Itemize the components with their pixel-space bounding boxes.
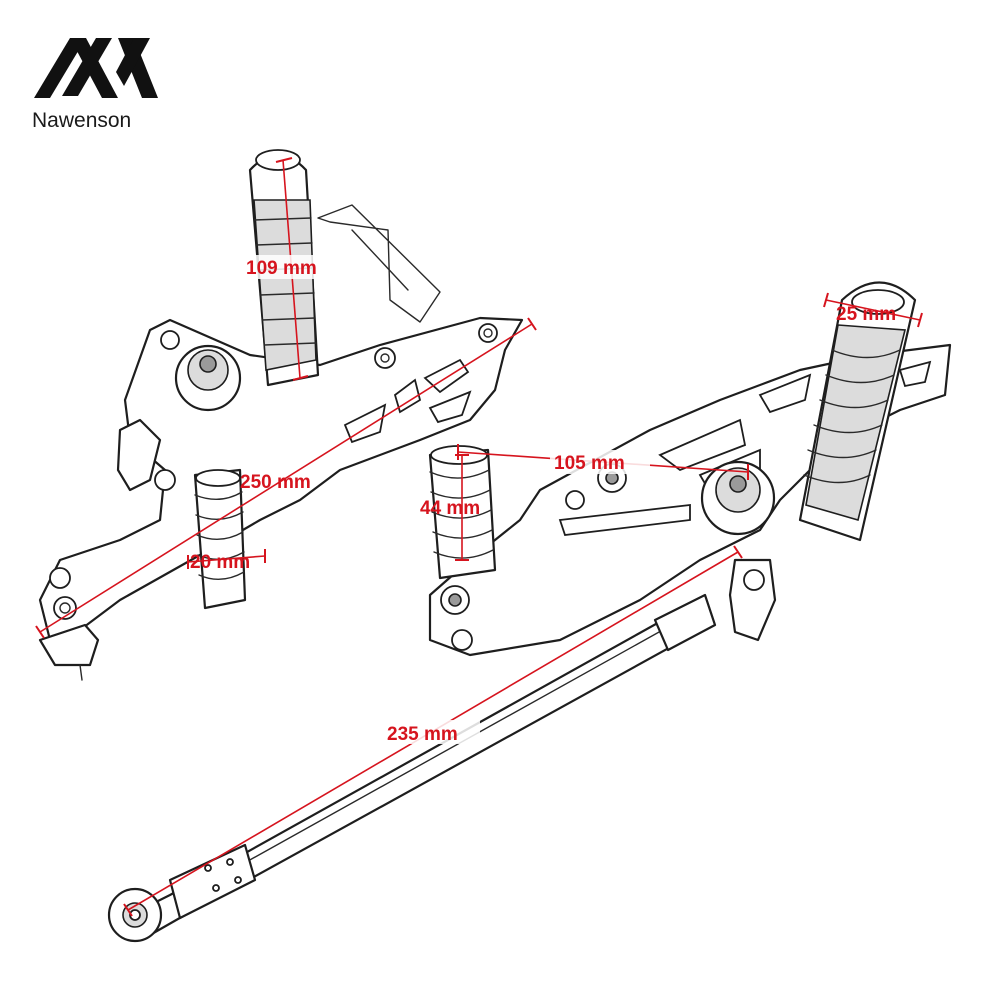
dim-label-mount-distance-right: 105 mm	[554, 453, 625, 474]
dim-label-rod-length: 235 mm	[387, 724, 458, 745]
shift-rod	[107, 593, 717, 943]
dim-label-spring-height-right: 44 mm	[420, 498, 480, 519]
dim-line-spring-width-left	[187, 555, 266, 563]
dim-label-plate-length-left: 250 mm	[240, 472, 311, 493]
right-peg-grip-rings	[803, 349, 901, 484]
left-spring-coils	[194, 491, 245, 580]
dim-label-spring-width-left: 20 mm	[190, 552, 250, 573]
dim-line-peg-diameter-right	[825, 299, 921, 321]
dim-label-peg-diameter-right: 25 mm	[836, 304, 896, 325]
right-rearset-assembly	[428, 281, 952, 657]
dim-label-peg-length-left: 109 mm	[246, 258, 317, 279]
left-rearset-assembly	[38, 149, 524, 681]
brand-name: Nawenson	[32, 109, 131, 132]
dim-line-plate-length-left	[39, 323, 533, 633]
nx-logo-icon	[34, 38, 158, 98]
